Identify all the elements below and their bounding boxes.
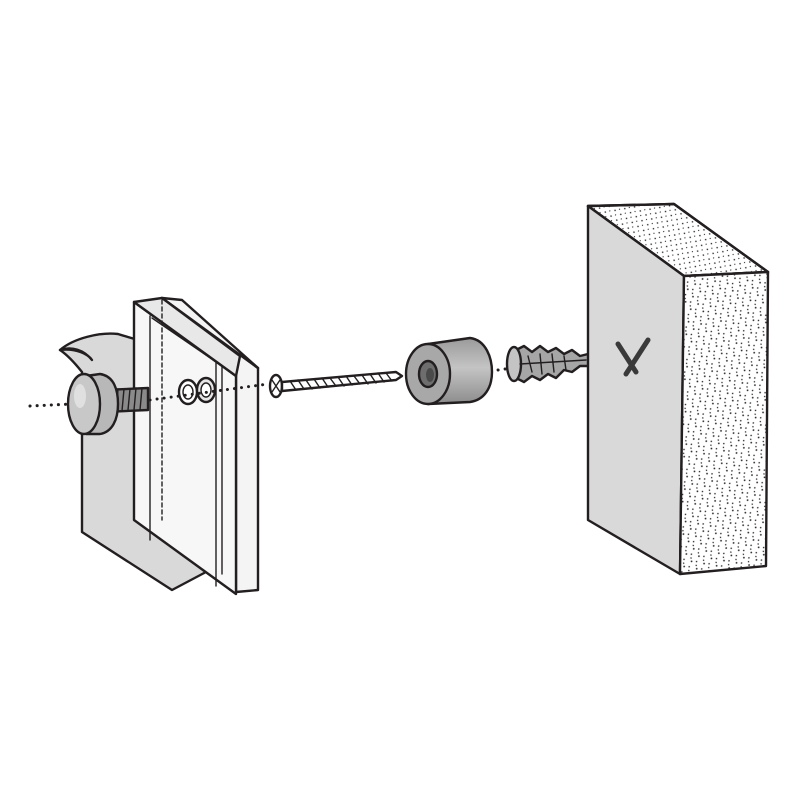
spacer-barrel — [404, 336, 494, 406]
wall — [586, 202, 770, 576]
wall-marker-x-icon — [615, 337, 651, 377]
screw — [268, 370, 404, 399]
acrylic-panels — [132, 296, 260, 596]
wall-plug — [505, 344, 594, 384]
cap-screw — [66, 372, 150, 436]
